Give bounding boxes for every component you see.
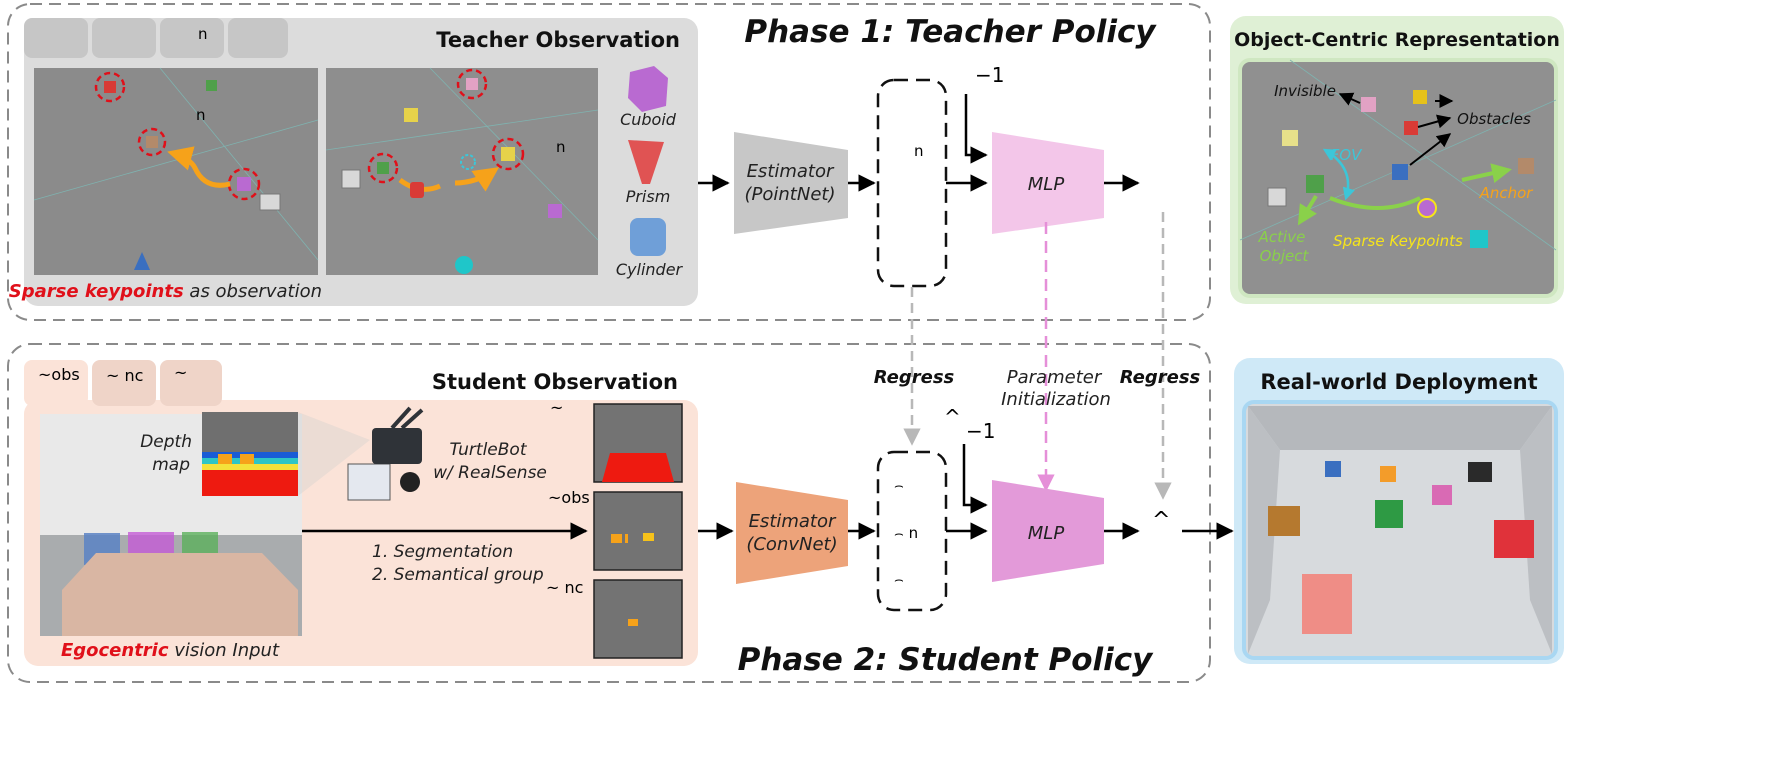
student-estimator <box>736 482 848 584</box>
ocr-label-object: Object <box>1260 247 1310 265</box>
teacher-tab-2[interactable] <box>92 18 156 58</box>
student-tab-1[interactable] <box>24 360 88 406</box>
teacher-latent-label: n <box>914 142 924 160</box>
teacher-latent <box>876 78 948 288</box>
step-2: 2. Semantical group <box>372 565 544 585</box>
phase2-title: Phase 2: Student Policy <box>738 642 1154 678</box>
shape-label-cylinder: Cylinder <box>616 260 684 279</box>
teacher-scene-2 <box>326 68 598 275</box>
student-latent-label-3: ⌢ <box>894 570 904 588</box>
ocr-label-anchor: Anchor <box>1479 184 1534 202</box>
ocr-label-active: Active <box>1258 228 1306 246</box>
phase2-frame <box>7 343 1211 683</box>
student-hat: ^ <box>944 405 961 429</box>
shape-label-prism: Prism <box>626 187 671 206</box>
egocentric-caption: Egocentric vision Input <box>61 640 280 661</box>
student-tab-2-label: ~ nc <box>106 366 143 385</box>
shape-label-cuboid: Cuboid <box>620 110 677 129</box>
sparse-keypoints-caption: Sparse keypoints as observation <box>9 281 322 302</box>
teacher-estimator-label-1: Estimator <box>747 161 835 182</box>
student-superscript: −1 <box>966 419 995 443</box>
robot-label-1: TurtleBot <box>449 440 527 460</box>
mask-image-2 <box>593 491 683 571</box>
student-observation-panel: ~obs ~ nc ~ Student Observation Egocentr… <box>24 360 698 666</box>
teacher-scene-1 <box>34 68 318 275</box>
student-output-hat: ^ <box>1152 508 1170 533</box>
student-mlp <box>992 480 1104 582</box>
teacher-superscript: −1 <box>975 63 1004 87</box>
teacher-observation-panel: n Teacher Observation n Sparse keypoints… <box>9 18 698 306</box>
teacher-scene-1-label: n <box>196 106 206 124</box>
student-estimator-label-1: Estimator <box>749 511 837 532</box>
teacher-estimator-label-2: (PointNet) <box>745 184 836 205</box>
prism-icon <box>628 140 664 184</box>
student-latent-label-2: ⌢ n <box>894 524 918 542</box>
teacher-scene-2-label: n <box>556 138 566 156</box>
teacher-tab-1[interactable] <box>24 18 88 58</box>
phase1-title: Phase 1: Teacher Policy <box>744 14 1157 50</box>
cylinder-icon <box>630 218 666 256</box>
student-observation-title: Student Observation <box>432 370 678 394</box>
mask-label-2: ~obs <box>548 488 590 507</box>
student-tab-3[interactable] <box>160 360 222 406</box>
depth-map-label-2: map <box>152 455 190 475</box>
phase1-frame <box>7 3 1211 321</box>
mask-image-3 <box>593 579 683 659</box>
teacher-estimator <box>734 132 848 234</box>
cuboid-icon <box>628 66 668 112</box>
param-init-label-2: Initialization <box>1001 389 1111 410</box>
step-1: 1. Segmentation <box>372 542 513 562</box>
depth-map-label-1: Depth <box>140 432 192 452</box>
ocr-label-sparse-keypoints: Sparse Keypoints <box>1333 232 1463 250</box>
robot-label-2: w/ RealSense <box>433 463 547 483</box>
turtlebot-icon <box>347 406 424 501</box>
deployment-panel: Real-world Deployment <box>1234 358 1564 664</box>
object-centric-title: Object-Centric Representation <box>1234 29 1560 51</box>
ocr-label-invisible: Invisible <box>1274 82 1336 100</box>
teacher-mlp-label: MLP <box>1028 174 1065 195</box>
student-tab-2[interactable] <box>92 360 156 406</box>
mask-label-3: ~ nc <box>546 578 583 597</box>
mask-label-1: ~ <box>550 398 563 417</box>
student-estimator-label-2: (ConvNet) <box>746 534 837 555</box>
student-latent-label-1: ⌢ <box>894 476 904 494</box>
ocr-label-fov: FOV <box>1331 146 1363 164</box>
regress-left-label: Regress <box>874 367 955 388</box>
teacher-mlp <box>992 132 1104 234</box>
teacher-tab-4[interactable] <box>228 18 288 58</box>
regress-right-label: Regress <box>1120 367 1201 388</box>
ocr-label-obstacles: Obstacles <box>1457 110 1531 128</box>
deployment-title: Real-world Deployment <box>1260 370 1537 394</box>
teacher-observation-title: Teacher Observation <box>436 28 680 52</box>
param-init-label-1: Parameter <box>1007 367 1103 388</box>
student-mlp-label: MLP <box>1028 523 1065 544</box>
teacher-tab-3[interactable] <box>160 18 224 58</box>
student-tab-3-label: ~ <box>174 363 187 382</box>
student-tab-1-label: ~obs <box>38 365 80 384</box>
object-centric-panel: Object-Centric Representation Invisible … <box>1230 16 1564 304</box>
teacher-tab-label: n <box>198 25 208 43</box>
